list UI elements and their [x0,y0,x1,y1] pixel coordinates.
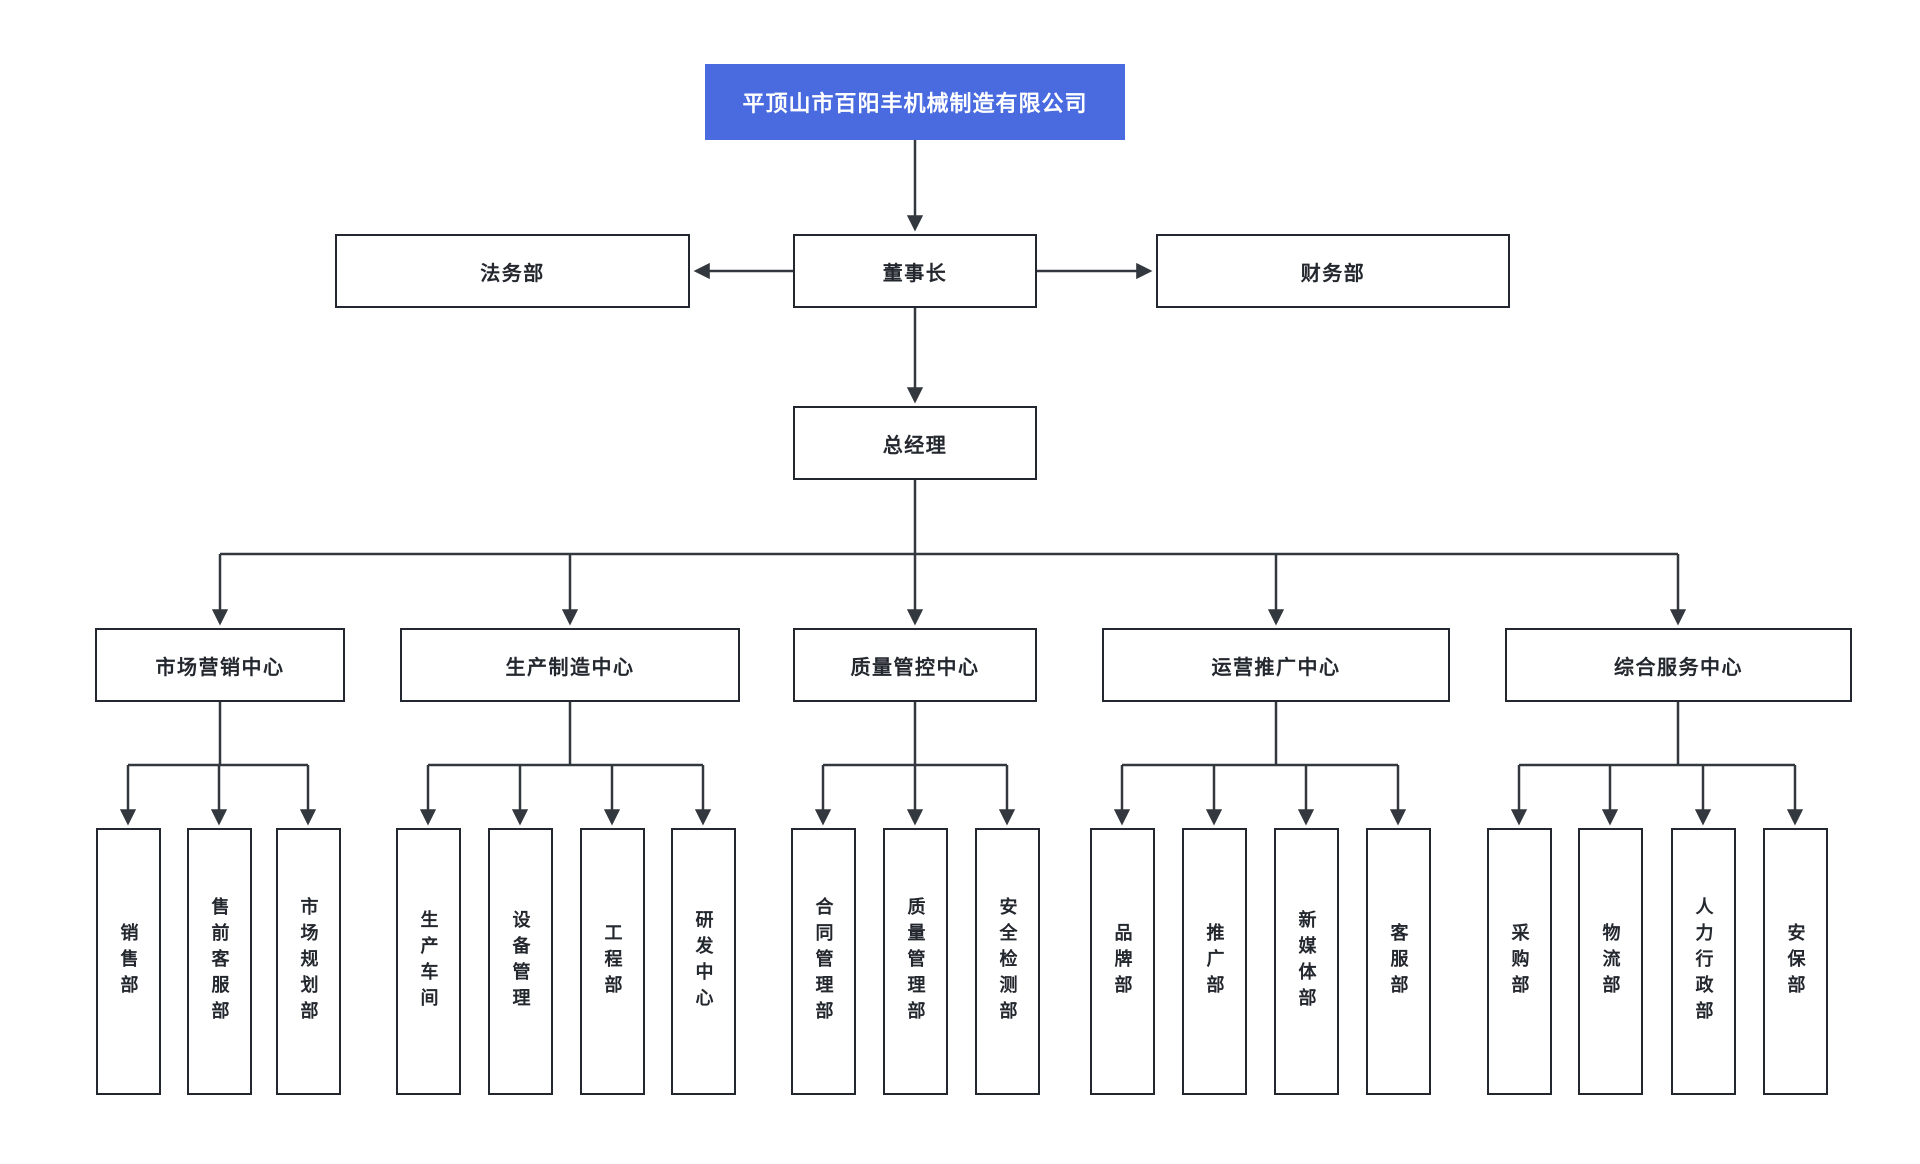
org-node-presales-service-dept: 售前客服部 [187,828,252,1095]
org-node-brand-dept: 品牌部 [1090,828,1155,1095]
quality-management-dept-label: 质量管理部 [905,896,926,1027]
contract-management-dept-label: 合同管理部 [813,896,834,1027]
org-node-procurement-dept: 采购部 [1487,828,1552,1095]
org-node-chairman: 董事长 [793,234,1037,308]
security-dept-label: 安保部 [1785,922,1806,1001]
legal-dept-label: 法务部 [480,262,545,285]
org-node-legal-dept: 法务部 [335,234,690,308]
chairman-label: 董事长 [882,262,948,285]
org-node-marketing-center: 市场营销中心 [95,628,345,702]
quality-center-label: 质量管控中心 [850,656,980,679]
engineering-dept-label: 工程部 [602,922,623,1001]
org-node-quality-management-dept: 质量管理部 [883,828,948,1095]
equipment-management-label: 设备管理 [510,909,531,1014]
promotion-dept-label: 推广部 [1204,922,1225,1001]
org-node-production-workshop: 生产车间 [396,828,461,1095]
org-node-finance-dept: 财务部 [1156,234,1510,308]
org-node-engineering-dept: 工程部 [580,828,645,1095]
org-node-safety-inspection-dept: 安全检测部 [975,828,1040,1095]
market-planning-dept-label: 市场规划部 [298,896,319,1027]
company-name-label: 平顶山市百阳丰机械制造有限公司 [742,91,1088,116]
general-manager-label: 总经理 [882,434,948,457]
org-node-sales-dept: 销售部 [96,828,161,1095]
org-node-security-dept: 安保部 [1763,828,1828,1095]
org-node-general-manager: 总经理 [793,406,1037,480]
production-center-label: 生产制造中心 [505,656,635,679]
finance-dept-label: 财务部 [1300,262,1366,285]
connector-trunks [128,480,1795,767]
new-media-dept-label: 新媒体部 [1296,909,1317,1014]
org-node-contract-management-dept: 合同管理部 [791,828,856,1095]
presales-service-dept-label: 售前客服部 [209,896,230,1027]
procurement-dept-label: 采购部 [1509,922,1530,1001]
safety-inspection-dept-label: 安全检测部 [997,896,1018,1027]
operations-center-label: 运营推广中心 [1211,656,1341,679]
logistics-dept-label: 物流部 [1600,922,1621,1001]
org-node-equipment-management: 设备管理 [488,828,553,1095]
org-node-rd-center: 研发中心 [671,828,736,1095]
org-node-production-center: 生产制造中心 [400,628,740,702]
org-node-company: 平顶山市百阳丰机械制造有限公司 [705,64,1125,140]
services-center-label: 综合服务中心 [1614,656,1743,679]
org-node-market-planning-dept: 市场规划部 [276,828,341,1095]
brand-dept-label: 品牌部 [1112,922,1133,1001]
production-workshop-label: 生产车间 [418,909,439,1014]
org-node-customer-service-dept: 客服部 [1366,828,1431,1095]
org-node-new-media-dept: 新媒体部 [1274,828,1339,1095]
org-node-promotion-dept: 推广部 [1182,828,1247,1095]
customer-service-dept-label: 客服部 [1388,922,1409,1001]
org-node-services-center: 综合服务中心 [1505,628,1852,702]
org-node-quality-center: 质量管控中心 [793,628,1037,702]
marketing-center-label: 市场营销中心 [155,656,285,679]
org-node-operations-center: 运营推广中心 [1102,628,1450,702]
org-node-logistics-dept: 物流部 [1578,828,1643,1095]
hr-admin-dept-label: 人力行政部 [1693,896,1714,1027]
rd-center-label: 研发中心 [693,909,714,1014]
org-node-hr-admin-dept: 人力行政部 [1671,828,1736,1095]
sales-dept-label: 销售部 [118,922,139,1001]
